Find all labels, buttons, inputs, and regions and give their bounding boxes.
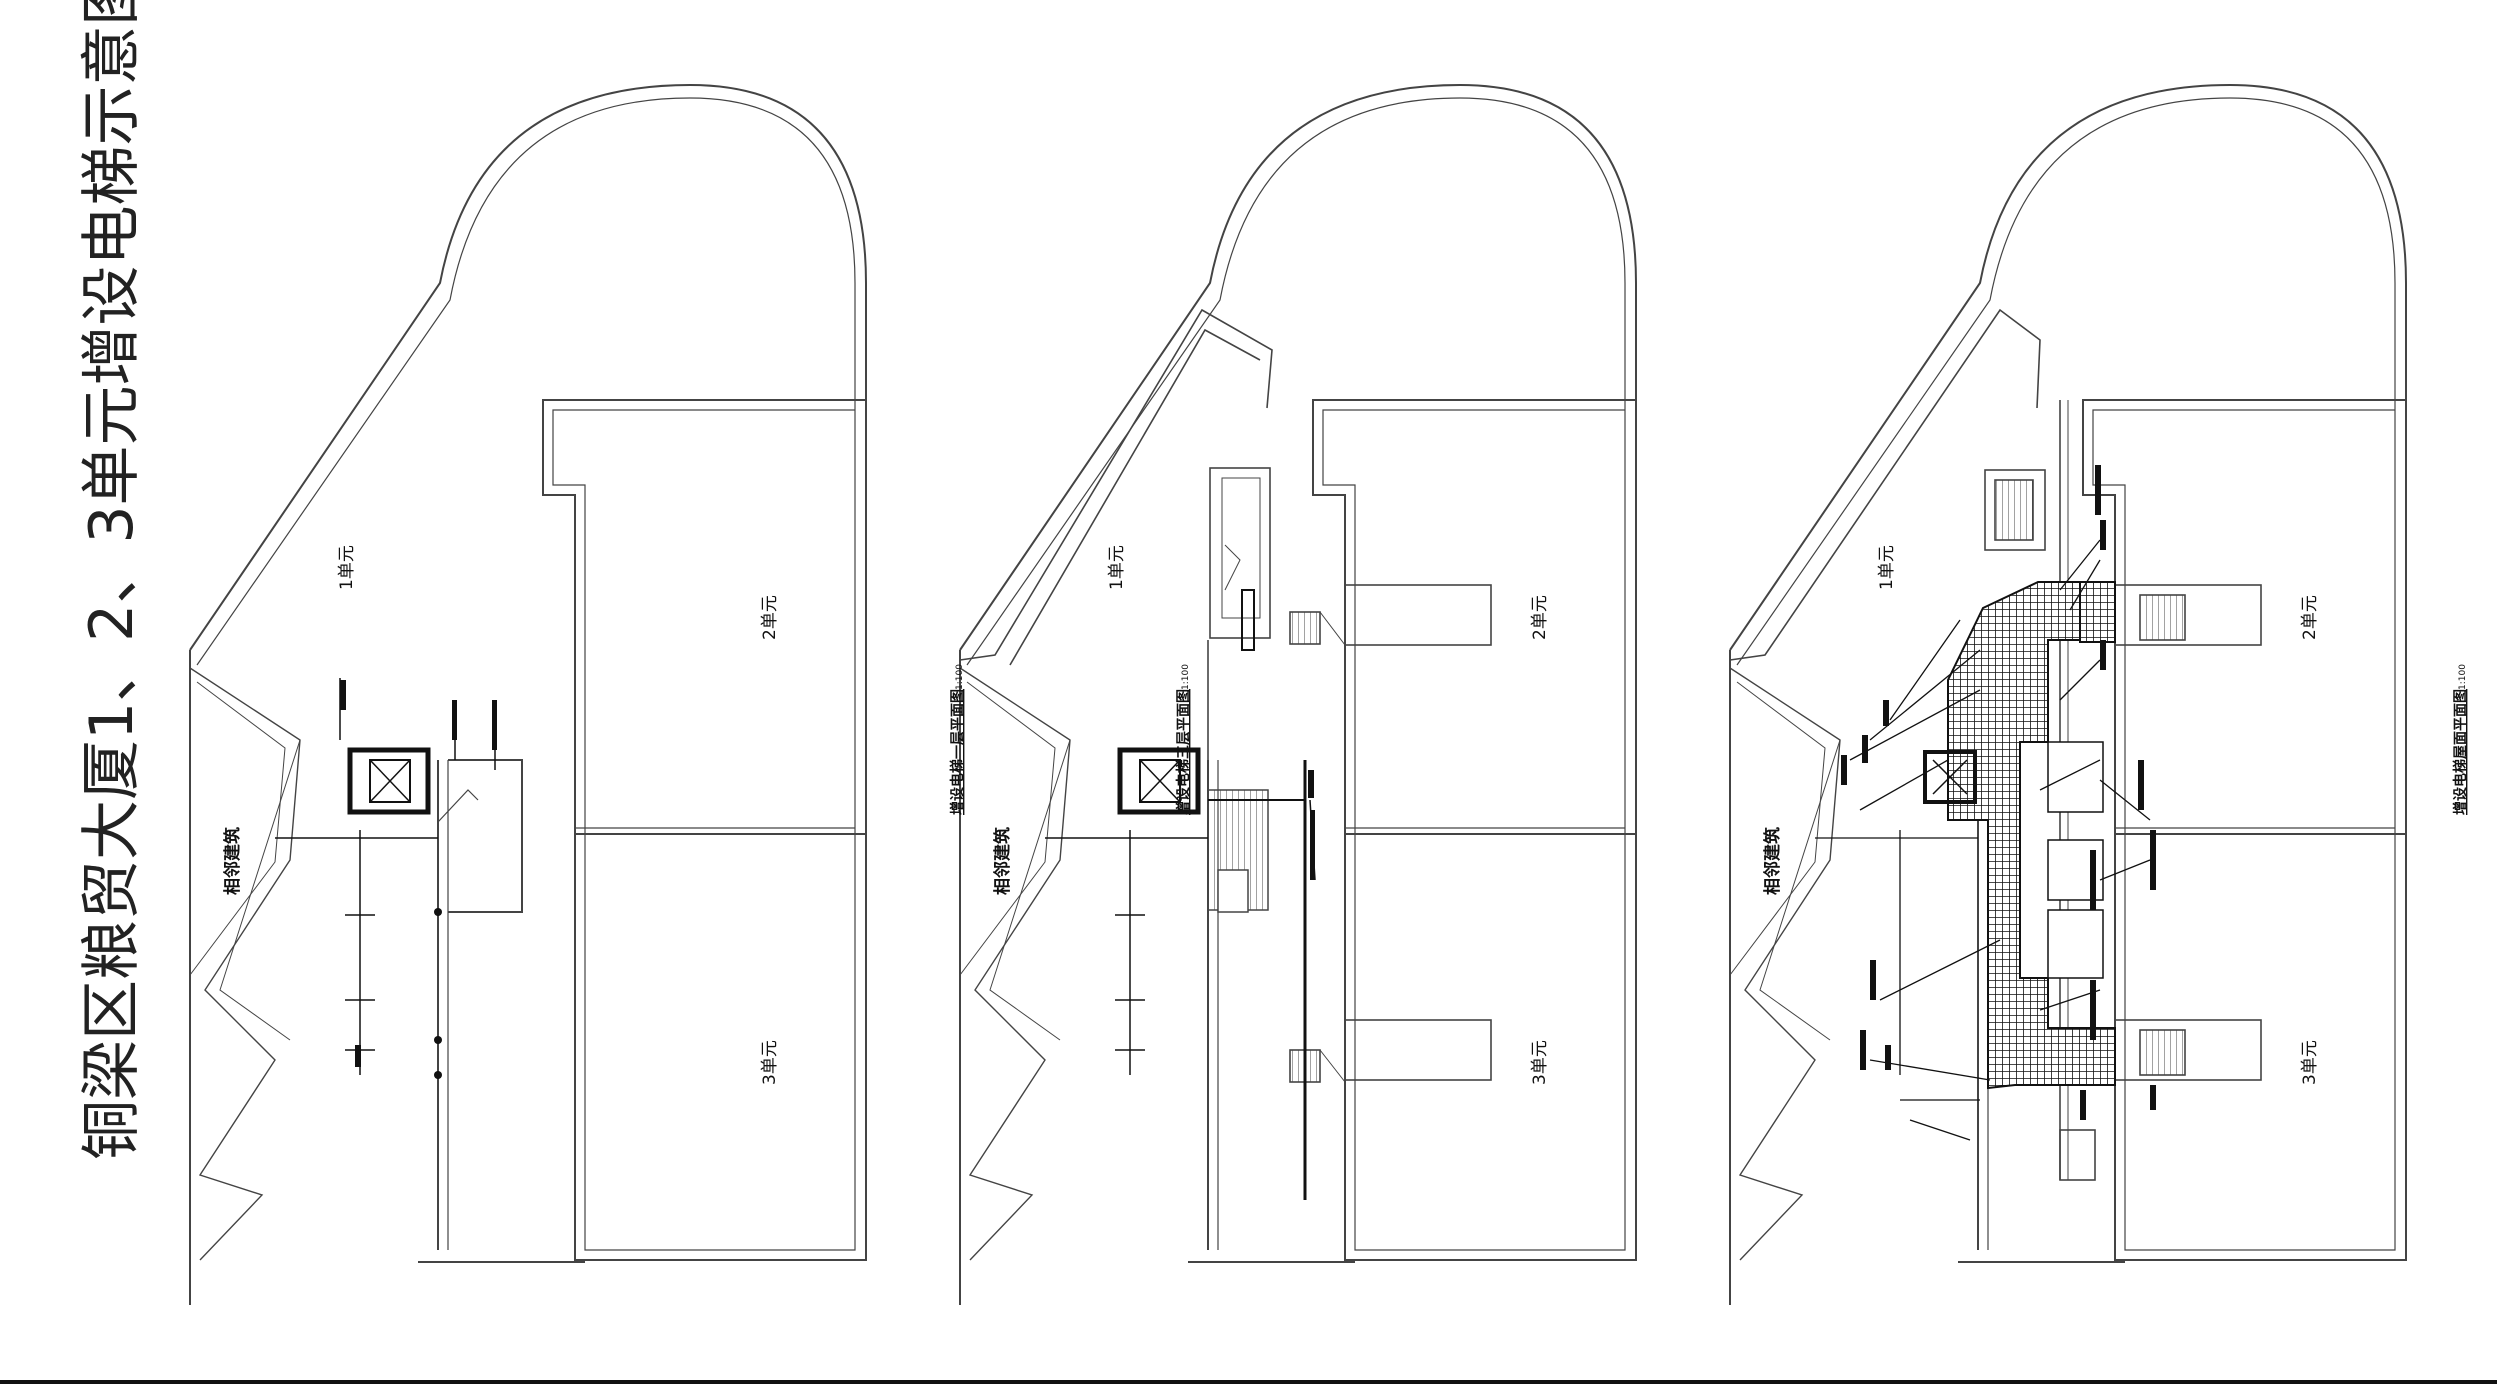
elevator-shaft [1117, 747, 1201, 815]
plan-outline [189, 84, 867, 1306]
elevator-shaft [347, 747, 431, 815]
neighbor-building-label: 相邻建筑 [992, 827, 1013, 895]
sheet-title: 铜梁区粮贸大厦1、2、3单元增设电梯示意图 [77, 0, 147, 1160]
unit-1-label: 1单元 [337, 545, 357, 590]
dimension-lines [275, 678, 496, 1075]
unit-3-label: 3单元 [760, 1040, 780, 1085]
new-corridor [1947, 581, 2116, 1090]
unit-1-label: 1单元 [1107, 545, 1127, 590]
roof-plan-scale: 1:100 [2458, 664, 2468, 690]
unit-1-label: 1单元 [1877, 545, 1897, 590]
neighbor-building-label: 相邻建筑 [1762, 827, 1783, 895]
unit-3-label: 3单元 [1530, 1040, 1550, 1085]
plan-existing: 1单元 2单元 3单元 相邻建筑 [189, 84, 867, 1306]
plan-caption: 增设电梯一层平面图 [949, 689, 966, 815]
plan-outline [959, 84, 1637, 1306]
plan-caption: 增设电梯三层平面图 [1175, 689, 1192, 815]
unit-2-label: 2单元 [760, 595, 780, 640]
roof-plan-caption: 增设电梯屋面平面图 [2452, 689, 2469, 815]
plan-scale: 1:100 [1181, 664, 1191, 690]
plan-scale: 1:100 [955, 664, 965, 690]
unit-3-label: 3单元 [2300, 1040, 2320, 1085]
unit-2-label: 2单元 [2300, 595, 2320, 640]
unit-2-label: 2单元 [1530, 595, 1550, 640]
plan-ground-floor: 1单元 2单元 3单元 相邻建筑 增设电梯一层平面图 1:100 [949, 84, 1637, 1306]
neighbor-building-label: 相邻建筑 [222, 827, 243, 895]
plan-third-floor: 1单元 2单元 3单元 相邻建筑 增设电梯三层平面图 1:100 增设电梯屋面平… [1175, 84, 2469, 1306]
